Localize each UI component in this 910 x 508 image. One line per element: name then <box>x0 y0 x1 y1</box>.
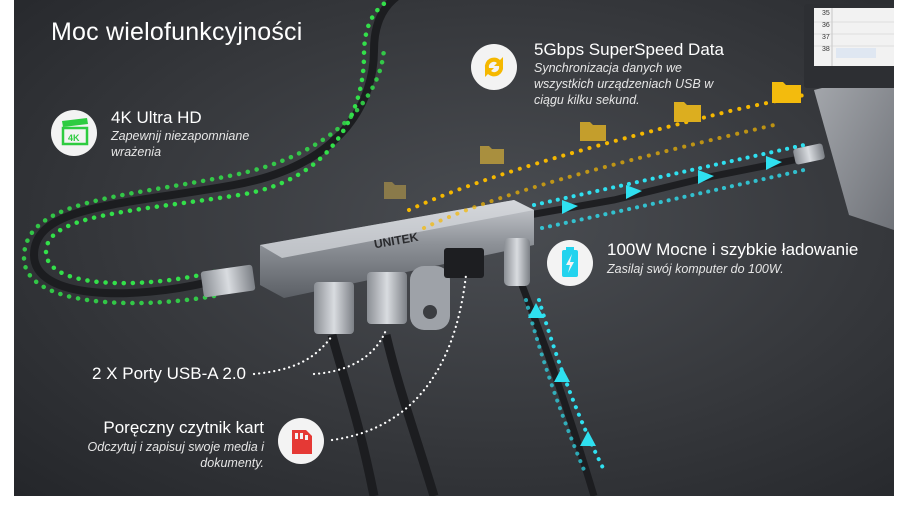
usb-hub: UNITEK <box>260 200 534 298</box>
data-heading: 5Gbps SuperSpeed Data <box>534 40 724 59</box>
power-flow-arrows <box>528 156 782 446</box>
product-banner: UNITEK <box>14 0 894 496</box>
power-desc-1: Zasilaj swój komputer do 100W. <box>607 262 784 276</box>
uhd-desc-1: Zapewnij niezapomniane <box>111 129 250 143</box>
page-title: Moc wielofunkcyjności <box>51 18 303 46</box>
sd-card-icon <box>292 430 312 454</box>
card-desc-2: dokumenty. <box>200 456 264 470</box>
power-badge <box>547 240 593 286</box>
battery-charging-icon <box>562 247 578 277</box>
row-number: 37 <box>822 34 830 41</box>
card-badge <box>278 418 324 464</box>
power-heading: 100W Mocne i szybkie ładowanie <box>607 240 859 259</box>
data-desc-2: wszystkich urządzeniach USB w <box>534 77 714 91</box>
spreadsheet-row-numbers: 35 36 37 38 <box>822 8 830 56</box>
card-heading: Poręczny czytnik kart <box>103 418 264 437</box>
data-desc-1: Synchronizacja danych we <box>534 61 682 75</box>
usba-heading: 2 X Porty USB-A 2.0 <box>91 364 246 383</box>
card-desc-1: Odczytuj i zapisuj swoje media i <box>87 440 264 454</box>
uhd-desc-2: wrażenia <box>111 145 162 159</box>
row-number: 35 <box>822 10 830 17</box>
uhd-heading: 4K Ultra HD <box>111 108 202 127</box>
uhd-badge: 4K <box>51 110 97 156</box>
svg-text:4K: 4K <box>68 133 80 143</box>
folder-icons <box>384 82 801 199</box>
4k-clapperboard-icon: 4K <box>61 118 89 146</box>
laptop <box>804 4 894 230</box>
spreadsheet-screen <box>814 8 894 66</box>
hub-illustration: UNITEK <box>21 0 894 496</box>
row-number: 38 <box>822 46 830 53</box>
data-badge <box>471 44 517 90</box>
sync-arrows-icon <box>484 57 504 77</box>
data-desc-3: ciągu kilku sekund. <box>534 93 640 107</box>
row-number: 36 <box>822 22 830 29</box>
